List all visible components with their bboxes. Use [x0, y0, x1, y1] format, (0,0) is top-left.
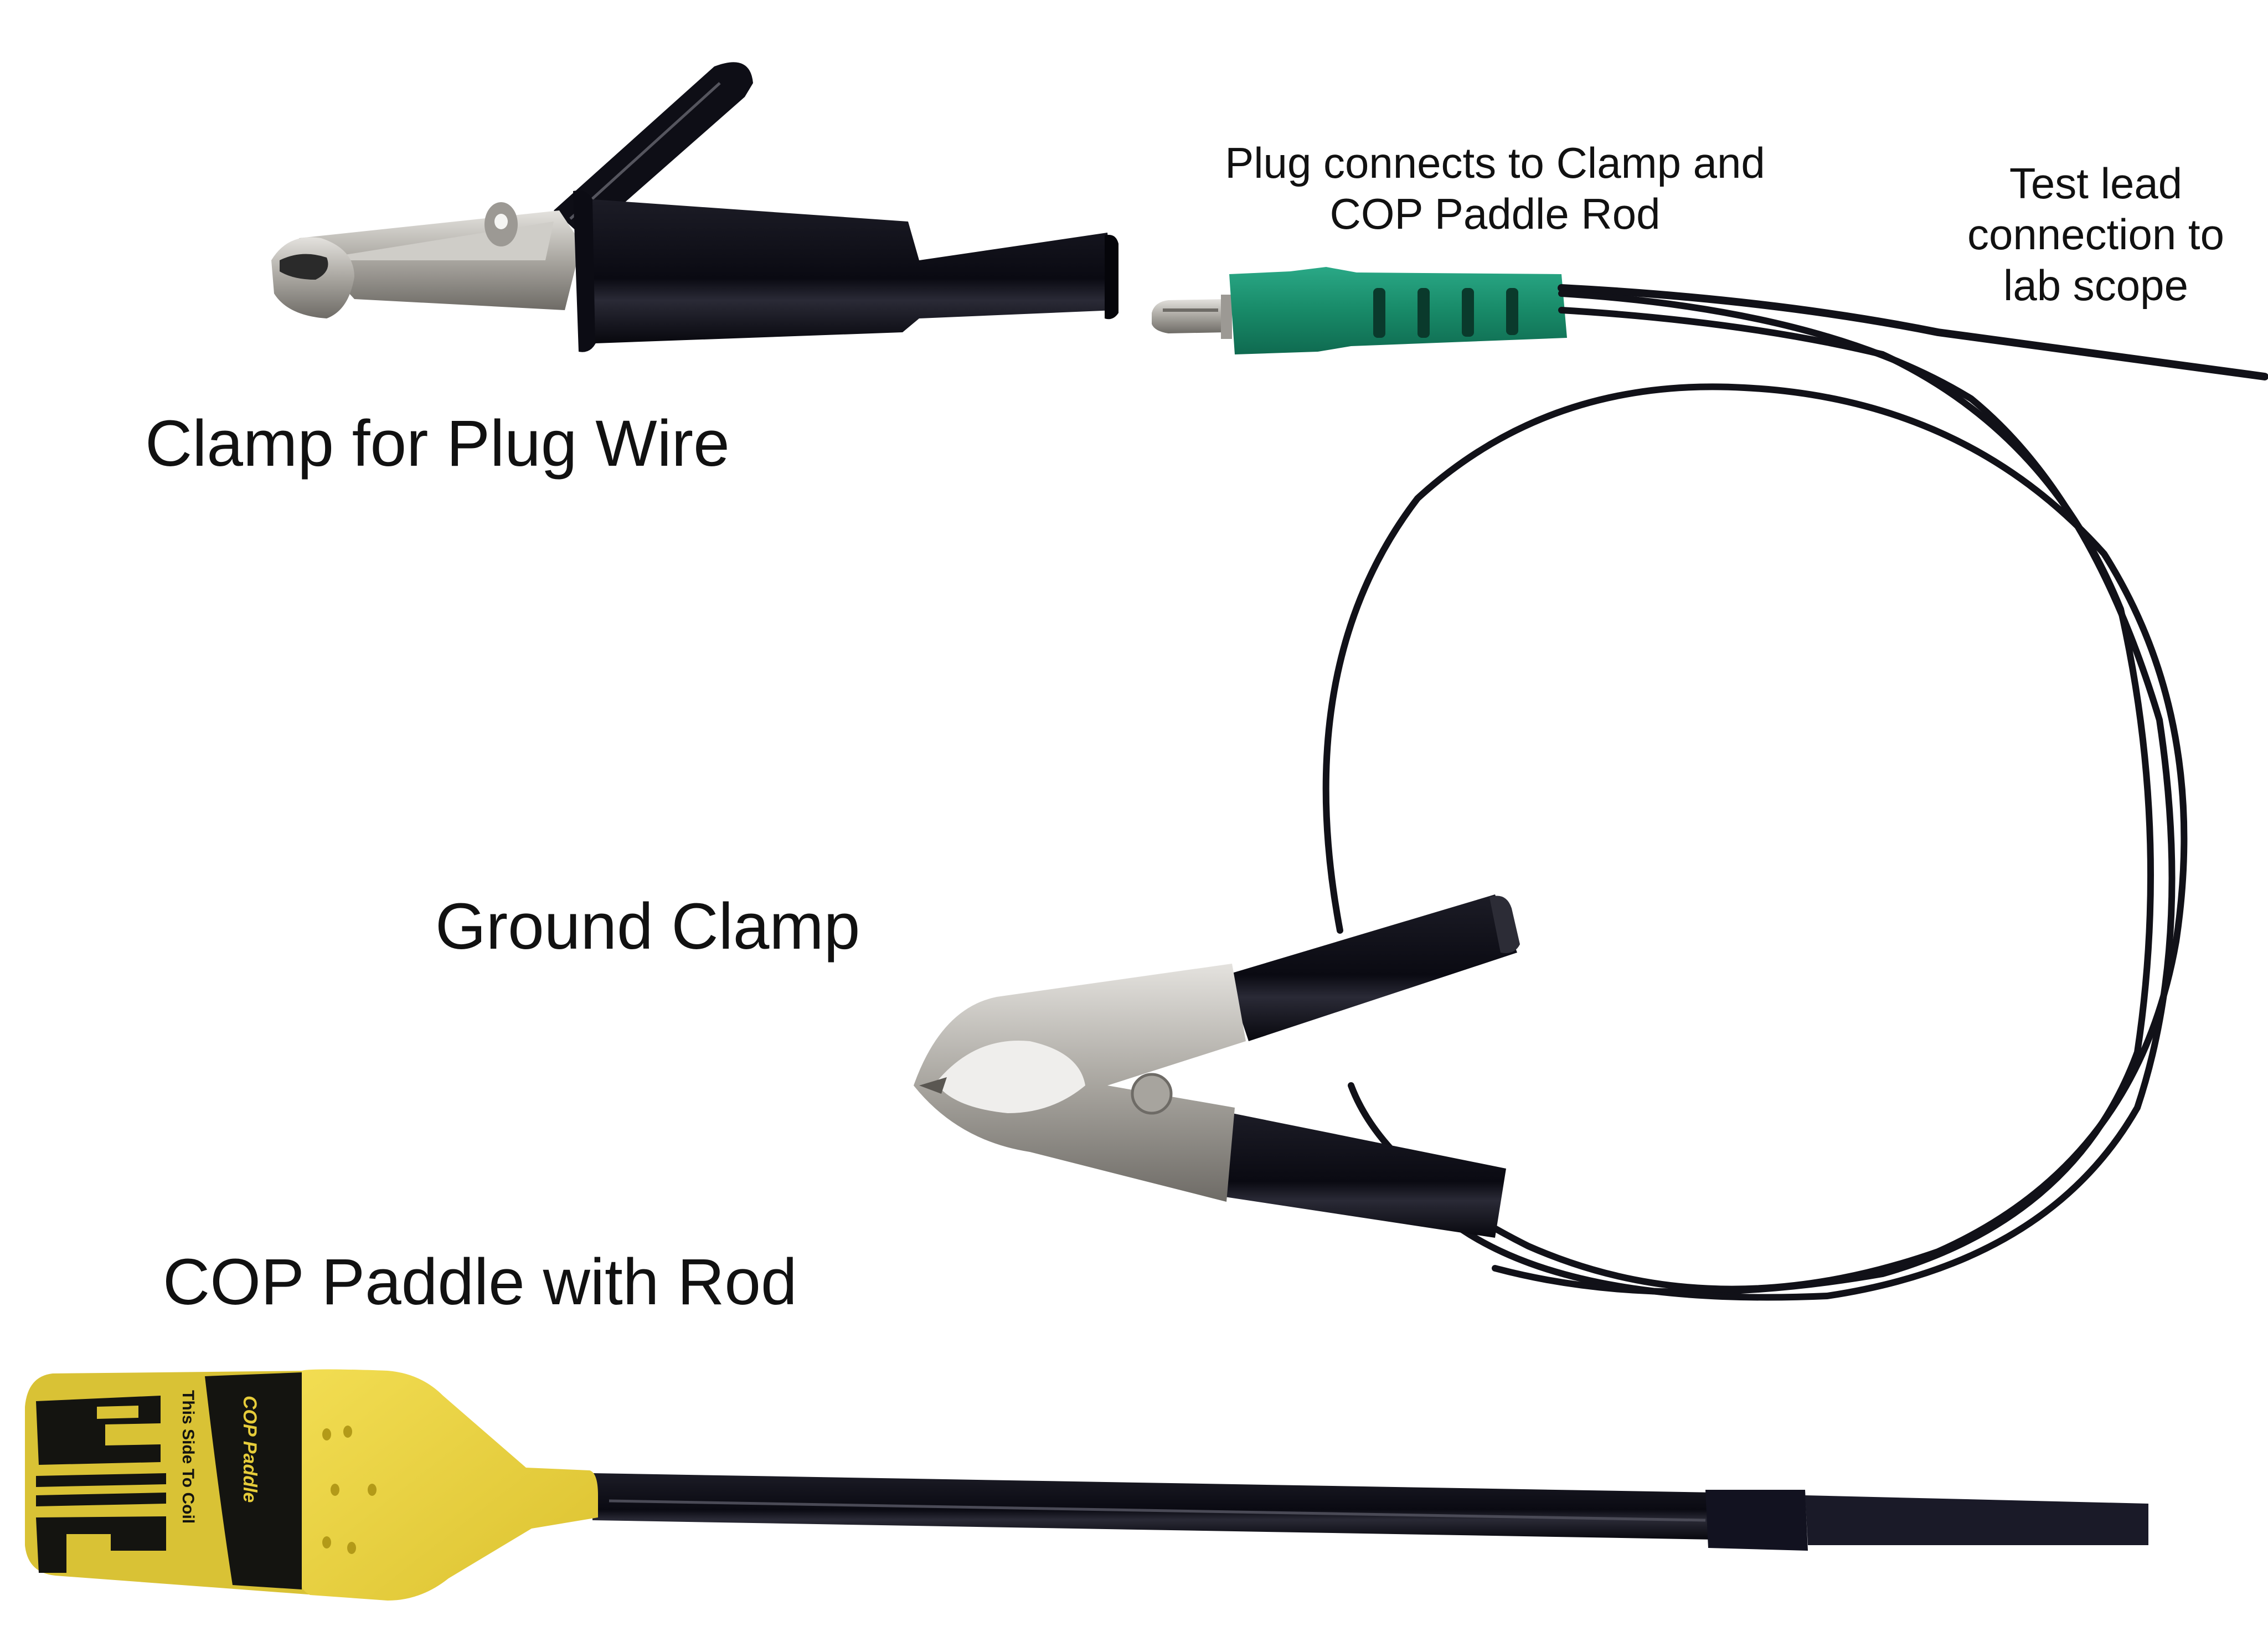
paddle-brand-text: COP Paddle	[239, 1396, 260, 1503]
plug-wire-clamp-icon	[271, 62, 1118, 352]
cop-paddle-with-rod-label: COP Paddle with Rod	[163, 1246, 797, 1319]
paddle-imprint-text: This Side To Coil	[179, 1390, 197, 1524]
test-lead-label: Test lead connection to lab scope	[1938, 158, 2254, 311]
cop-paddle-icon	[25, 1369, 2148, 1601]
test-lead-line-1: Test lead	[2009, 159, 2183, 208]
clamp-for-plug-wire-label: Clamp for Plug Wire	[145, 407, 730, 480]
test-lead-cable-icon	[1322, 284, 2268, 1301]
ground-clamp-icon	[914, 894, 1520, 1238]
test-lead-line-3: lab scope	[2003, 261, 2188, 310]
test-lead-line-2: connection to	[1967, 210, 2224, 259]
plug-connects-label: Plug connects to Clamp and COP Paddle Ro…	[1183, 137, 1807, 239]
banana-plug-icon	[1152, 267, 1567, 354]
plug-connects-line-2: COP Paddle Rod	[1329, 189, 1661, 238]
plug-connects-line-1: Plug connects to Clamp and	[1225, 138, 1765, 187]
ground-clamp-label: Ground Clamp	[435, 890, 860, 963]
